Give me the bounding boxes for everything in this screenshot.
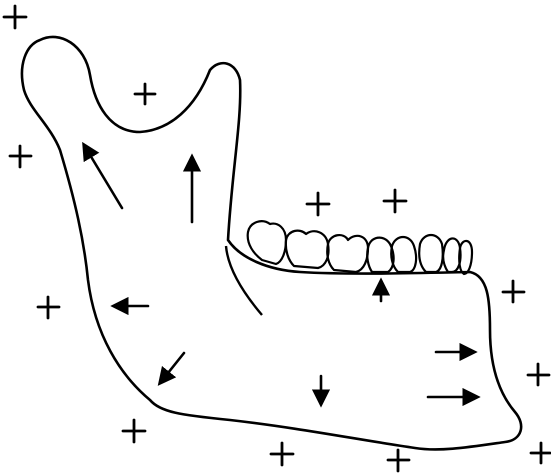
tooth-incisor-lateral [443,238,460,272]
teeth-row [248,221,472,274]
arrow-angle [160,353,184,383]
plus-sign [38,297,59,318]
plus-sign [503,281,524,302]
tooth-molar-3 [248,221,286,264]
plus-sign [528,364,549,385]
tooth-canine [419,235,443,272]
plus-sign [531,443,550,463]
plus-sign [388,450,409,471]
tooth-molar-2 [286,231,329,268]
plus-sign [135,84,155,104]
plus-sign [307,193,329,215]
plus-sign [123,420,145,442]
tooth-premolar-2 [367,238,393,272]
plus-sign [4,6,26,28]
tooth-molar-1 [327,235,368,272]
plus-sign [10,146,31,167]
plus-sign [271,443,293,465]
tooth-premolar-1 [391,237,416,272]
arrow-condyle [84,145,122,208]
plus-sign [384,190,406,212]
